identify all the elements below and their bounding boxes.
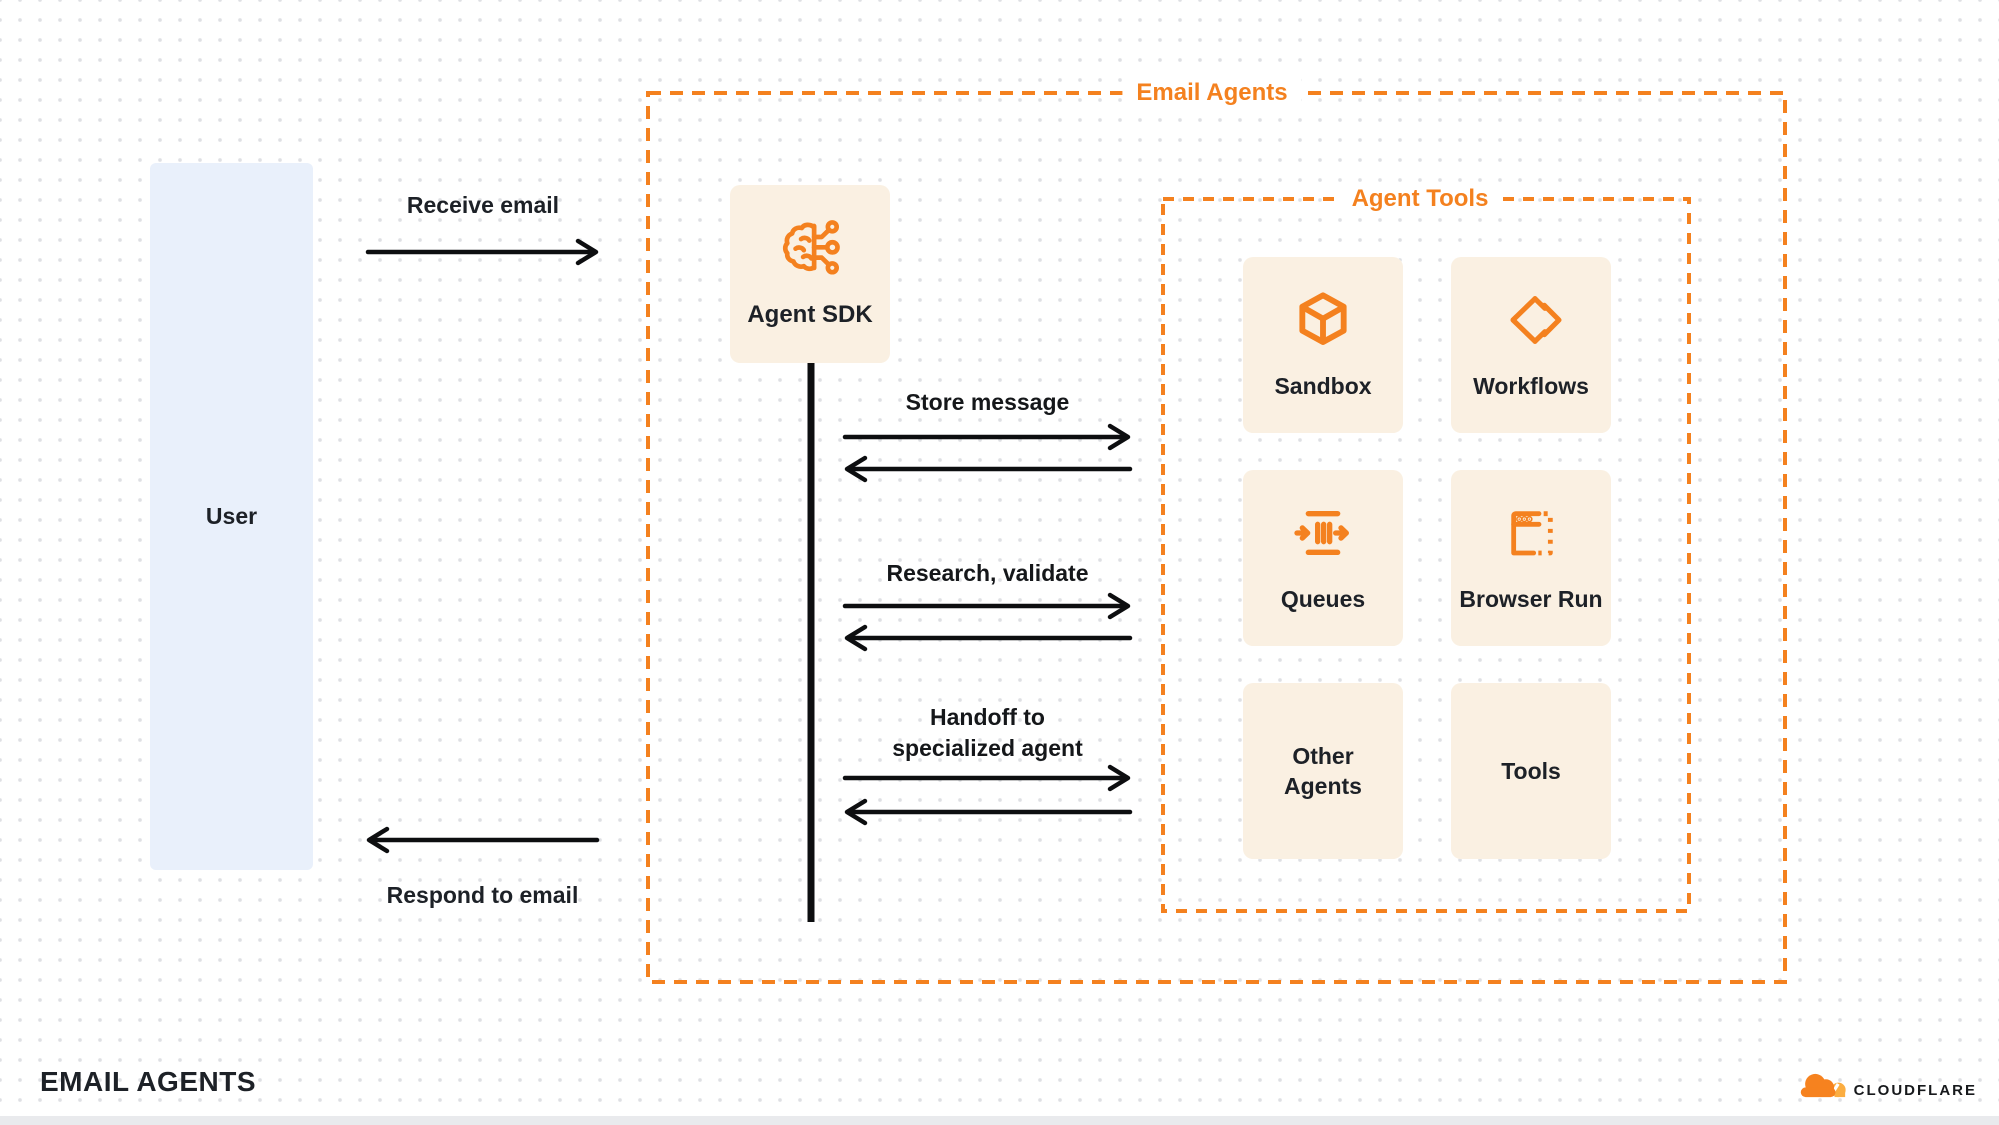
tool-label: Tools (1501, 758, 1561, 784)
double-chevron-icon (1510, 296, 1562, 344)
tool-card-tools: Tools (1451, 683, 1611, 859)
cloudflare-logo: CLOUDFLARE (1795, 1070, 1977, 1101)
queue-flow-icon (1294, 510, 1349, 555)
tool-card-sandbox: Sandbox (1243, 257, 1403, 433)
tool-label: Workflows (1473, 373, 1589, 399)
tool-label: Browser Run (1459, 586, 1603, 612)
user-actor-box: User (150, 163, 313, 870)
research-validate-label: Research, validate (886, 560, 1089, 586)
cube-icon (1299, 292, 1347, 345)
cloudflare-cloud-icon (1800, 1073, 1846, 1099)
tool-label: Other Agents (1284, 743, 1362, 799)
brain-circuit-icon (782, 220, 840, 275)
diagram-title: EMAIL AGENTS (40, 1066, 257, 1097)
receive-email-label: Receive email (406, 192, 560, 218)
tool-card-workflows: Workflows (1451, 257, 1611, 433)
agent-tools-frame-label: Agent Tools (1337, 183, 1503, 215)
agent-sdk-box: Agent SDK (730, 185, 890, 363)
email-agents-frame-label: Email Agents (1122, 77, 1302, 109)
tool-label: Queues (1280, 586, 1366, 612)
respond-email-label: Respond to email (386, 882, 579, 908)
tool-card-browser-run: Browser Run (1451, 470, 1611, 646)
tool-label: Sandbox (1274, 373, 1372, 399)
store-message-label: Store message (905, 389, 1070, 415)
tool-card-other-agents: Other Agents (1243, 683, 1403, 859)
cloudflare-wordmark: CLOUDFLARE (1853, 1082, 1977, 1099)
browser-window-icon (1511, 511, 1553, 556)
tool-card-queues: Queues (1243, 470, 1403, 646)
page-bottom-edge (0, 1116, 1999, 1125)
handoff-label: Handoff to specialized agent (892, 704, 1083, 761)
user-actor-label: User (205, 503, 258, 529)
agent-sdk-label: Agent SDK (747, 301, 873, 328)
